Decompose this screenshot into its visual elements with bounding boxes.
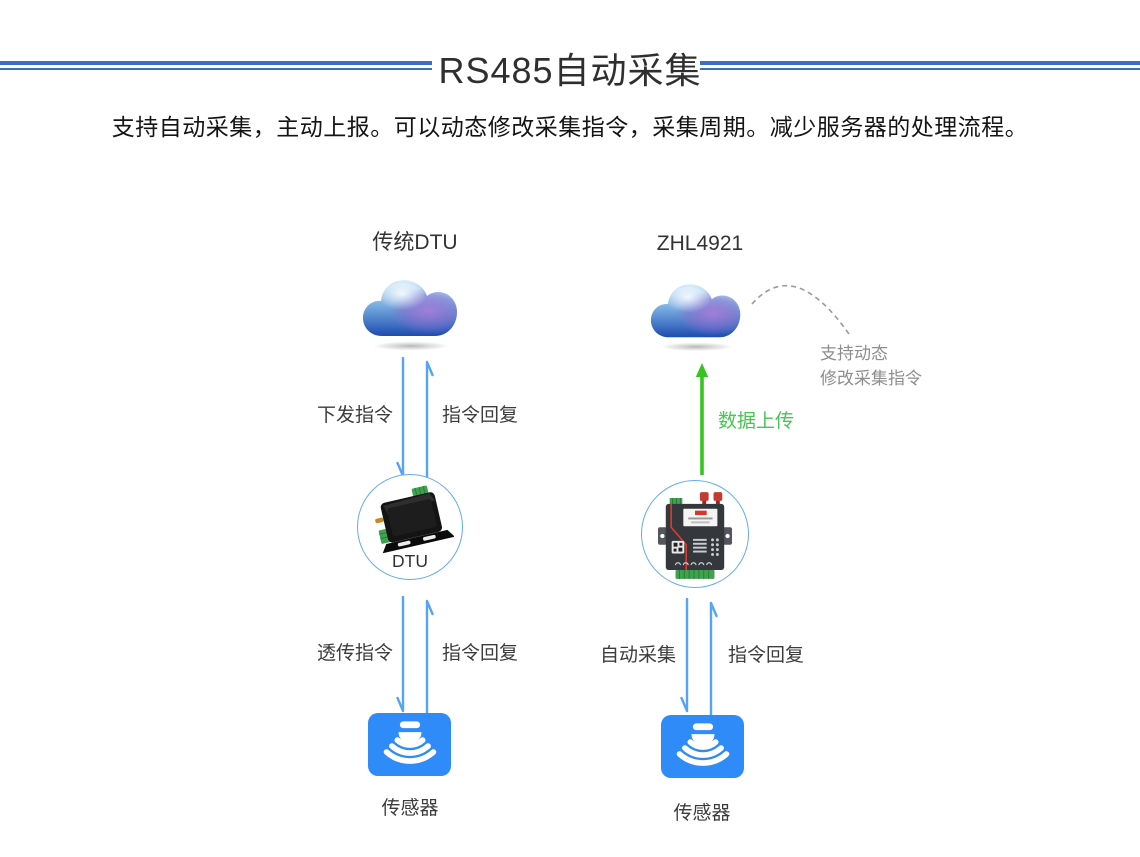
sensor-tile [368, 713, 451, 776]
left-reply-lower-label: 指令回复 [442, 643, 519, 664]
note-line-1: 支持动态 [820, 344, 888, 363]
header-rule-right-thin [700, 67, 1140, 70]
arrow-up-green-icon [695, 363, 709, 475]
left-flow-title: 传统DTU [372, 231, 458, 254]
arrow-down-icon [396, 596, 405, 713]
sensor-tile [661, 715, 744, 778]
arrow-down-icon [396, 357, 434, 481]
arrow-up-icon [425, 360, 434, 481]
left-sensor-label: 传感器 [381, 798, 439, 819]
dynamic-modify-note: 支持动态 修改采集指令 [820, 341, 922, 391]
left-reply-upper-label: 指令回复 [442, 405, 519, 426]
zhl4921-device-icon [658, 492, 732, 579]
right-reply-lower-label: 指令回复 [728, 645, 805, 666]
note-line-2: 修改采集指令 [820, 369, 922, 388]
right-flow-title: ZHL4921 [656, 232, 744, 255]
dtu-device-icon [375, 485, 454, 554]
header-rule-left-thin [0, 67, 432, 70]
dtu-device-label: DTU [392, 551, 428, 571]
arrow-up-icon [425, 599, 434, 716]
sensor-icon [676, 722, 729, 766]
arrow-down-icon [396, 357, 405, 478]
data-upload-label: 数据上传 [718, 411, 795, 432]
page-subtitle: 支持自动采集，主动上报。可以动态修改采集指令，采集周期。减少服务器的处理流程。 [111, 114, 1029, 140]
cloud-icon [650, 284, 741, 352]
dashed-curve-icon [751, 284, 852, 338]
dtu-device-circle [357, 474, 463, 580]
left-passthrough-label: 透传指令 [316, 643, 393, 664]
left-down-command-label: 下发指令 [316, 405, 393, 426]
page-title: RS485自动采集 [438, 50, 702, 91]
header-rule-left-thick [0, 61, 432, 65]
arrow-down-icon [680, 598, 689, 713]
sensor-icon [383, 720, 436, 764]
right-auto-collect-label: 自动采集 [599, 645, 676, 666]
right-sensor-label: 传感器 [673, 803, 731, 824]
arrow-down-icon [396, 596, 434, 716]
header-rule-right-thick [700, 61, 1140, 65]
arrow-down-icon [680, 598, 718, 716]
arrow-up-icon [709, 601, 718, 716]
cloud-icon [363, 280, 457, 351]
